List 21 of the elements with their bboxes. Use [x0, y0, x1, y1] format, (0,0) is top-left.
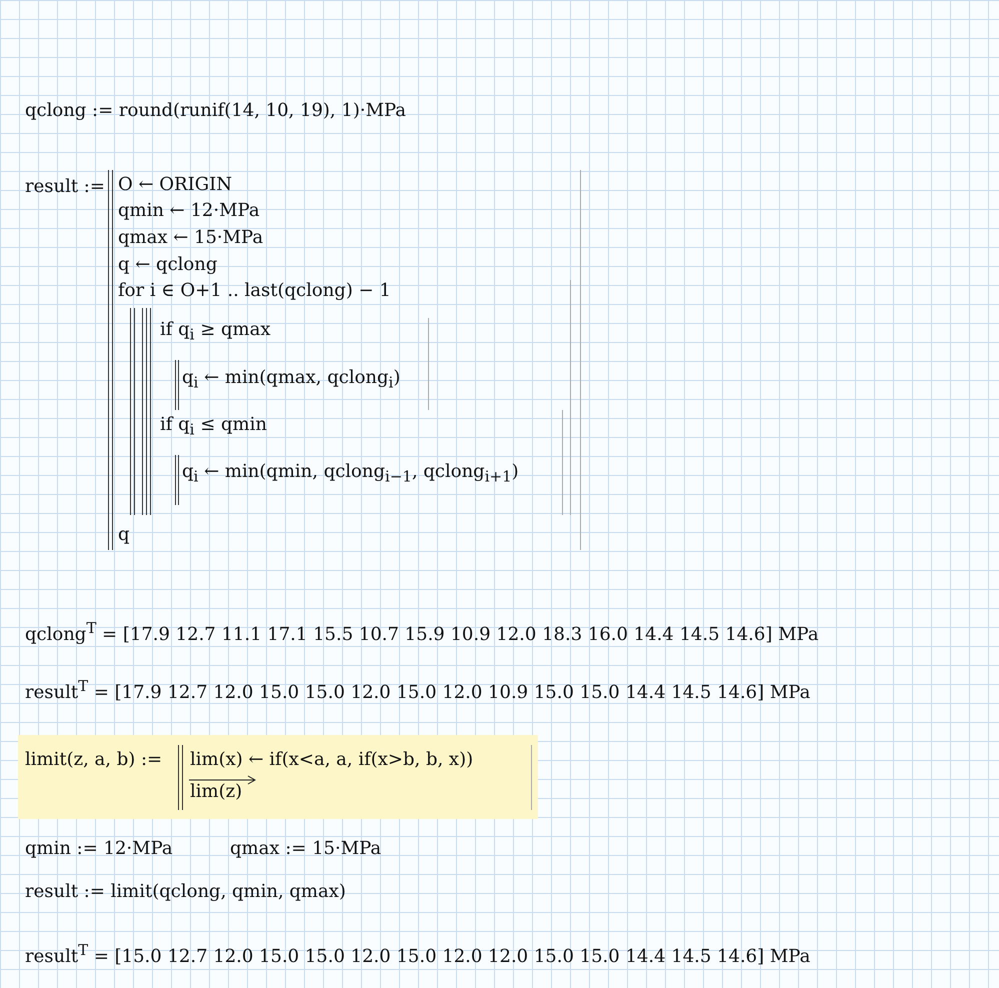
program-line: q$_{i}$ ← min(qmin, qclong$_{i−1}$, qclong$_{i+1}$): [182, 461, 519, 488]
function-definition: limit(z, a, b) :=: [25, 749, 162, 771]
assignment-text: result :=: [25, 176, 105, 198]
math-expression: qmin := 12·MPa: [25, 838, 173, 860]
condition-statement: if q$_{i}$ ≥ qmax: [160, 319, 270, 346]
vector-result: result$^{T}$ = [17.9 12.7 12.0 15.0 15.0 12.0 15.0 12.0 10.9 15.0 15.0 14.4 14.5 14.6] MPa: [25, 676, 810, 704]
program-line: qmax ← 15·MPa: [118, 227, 264, 249]
math-expression: qmax := 15·MPa: [230, 838, 382, 860]
vector-result: result$^{T}$ = [15.0 12.7 12.0 15.0 15.0 12.0 15.0 12.0 12.0 15.0 15.0 14.4 14.5 14.6] MPa: [25, 940, 810, 968]
math-expression: qclong := round(runif(14, 10, 19), 1)·MPa: [25, 100, 406, 122]
math-expression: result := limit(qclong, qmin, qmax): [25, 881, 346, 903]
vector-result: qclong$^{T}$ = [17.9 12.7 11.1 17.1 15.5 10.7 15.9 10.9 12.0 18.3 16.0 14.4 14.5 14.6] MPa: [25, 618, 819, 646]
program-line: lim(x) ← if(x<a, a, if(x>b, b, x)): [190, 749, 474, 771]
vectorized-expression: lim(z): [190, 781, 242, 803]
condition-statement: if q$_{i}$ ≤ qmin: [160, 414, 267, 441]
program-line: qmin ← 12·MPa: [118, 200, 260, 222]
program-line: q ← qclong: [118, 254, 218, 276]
program-line: O ← ORIGIN: [118, 174, 232, 196]
loop-statement: for i ∈ O+1 .. last(qclong) − 1: [118, 280, 391, 302]
return-value: q: [118, 524, 130, 546]
program-line: q$_{i}$ ← min(qmax, qclong$_{i}$): [182, 367, 400, 394]
